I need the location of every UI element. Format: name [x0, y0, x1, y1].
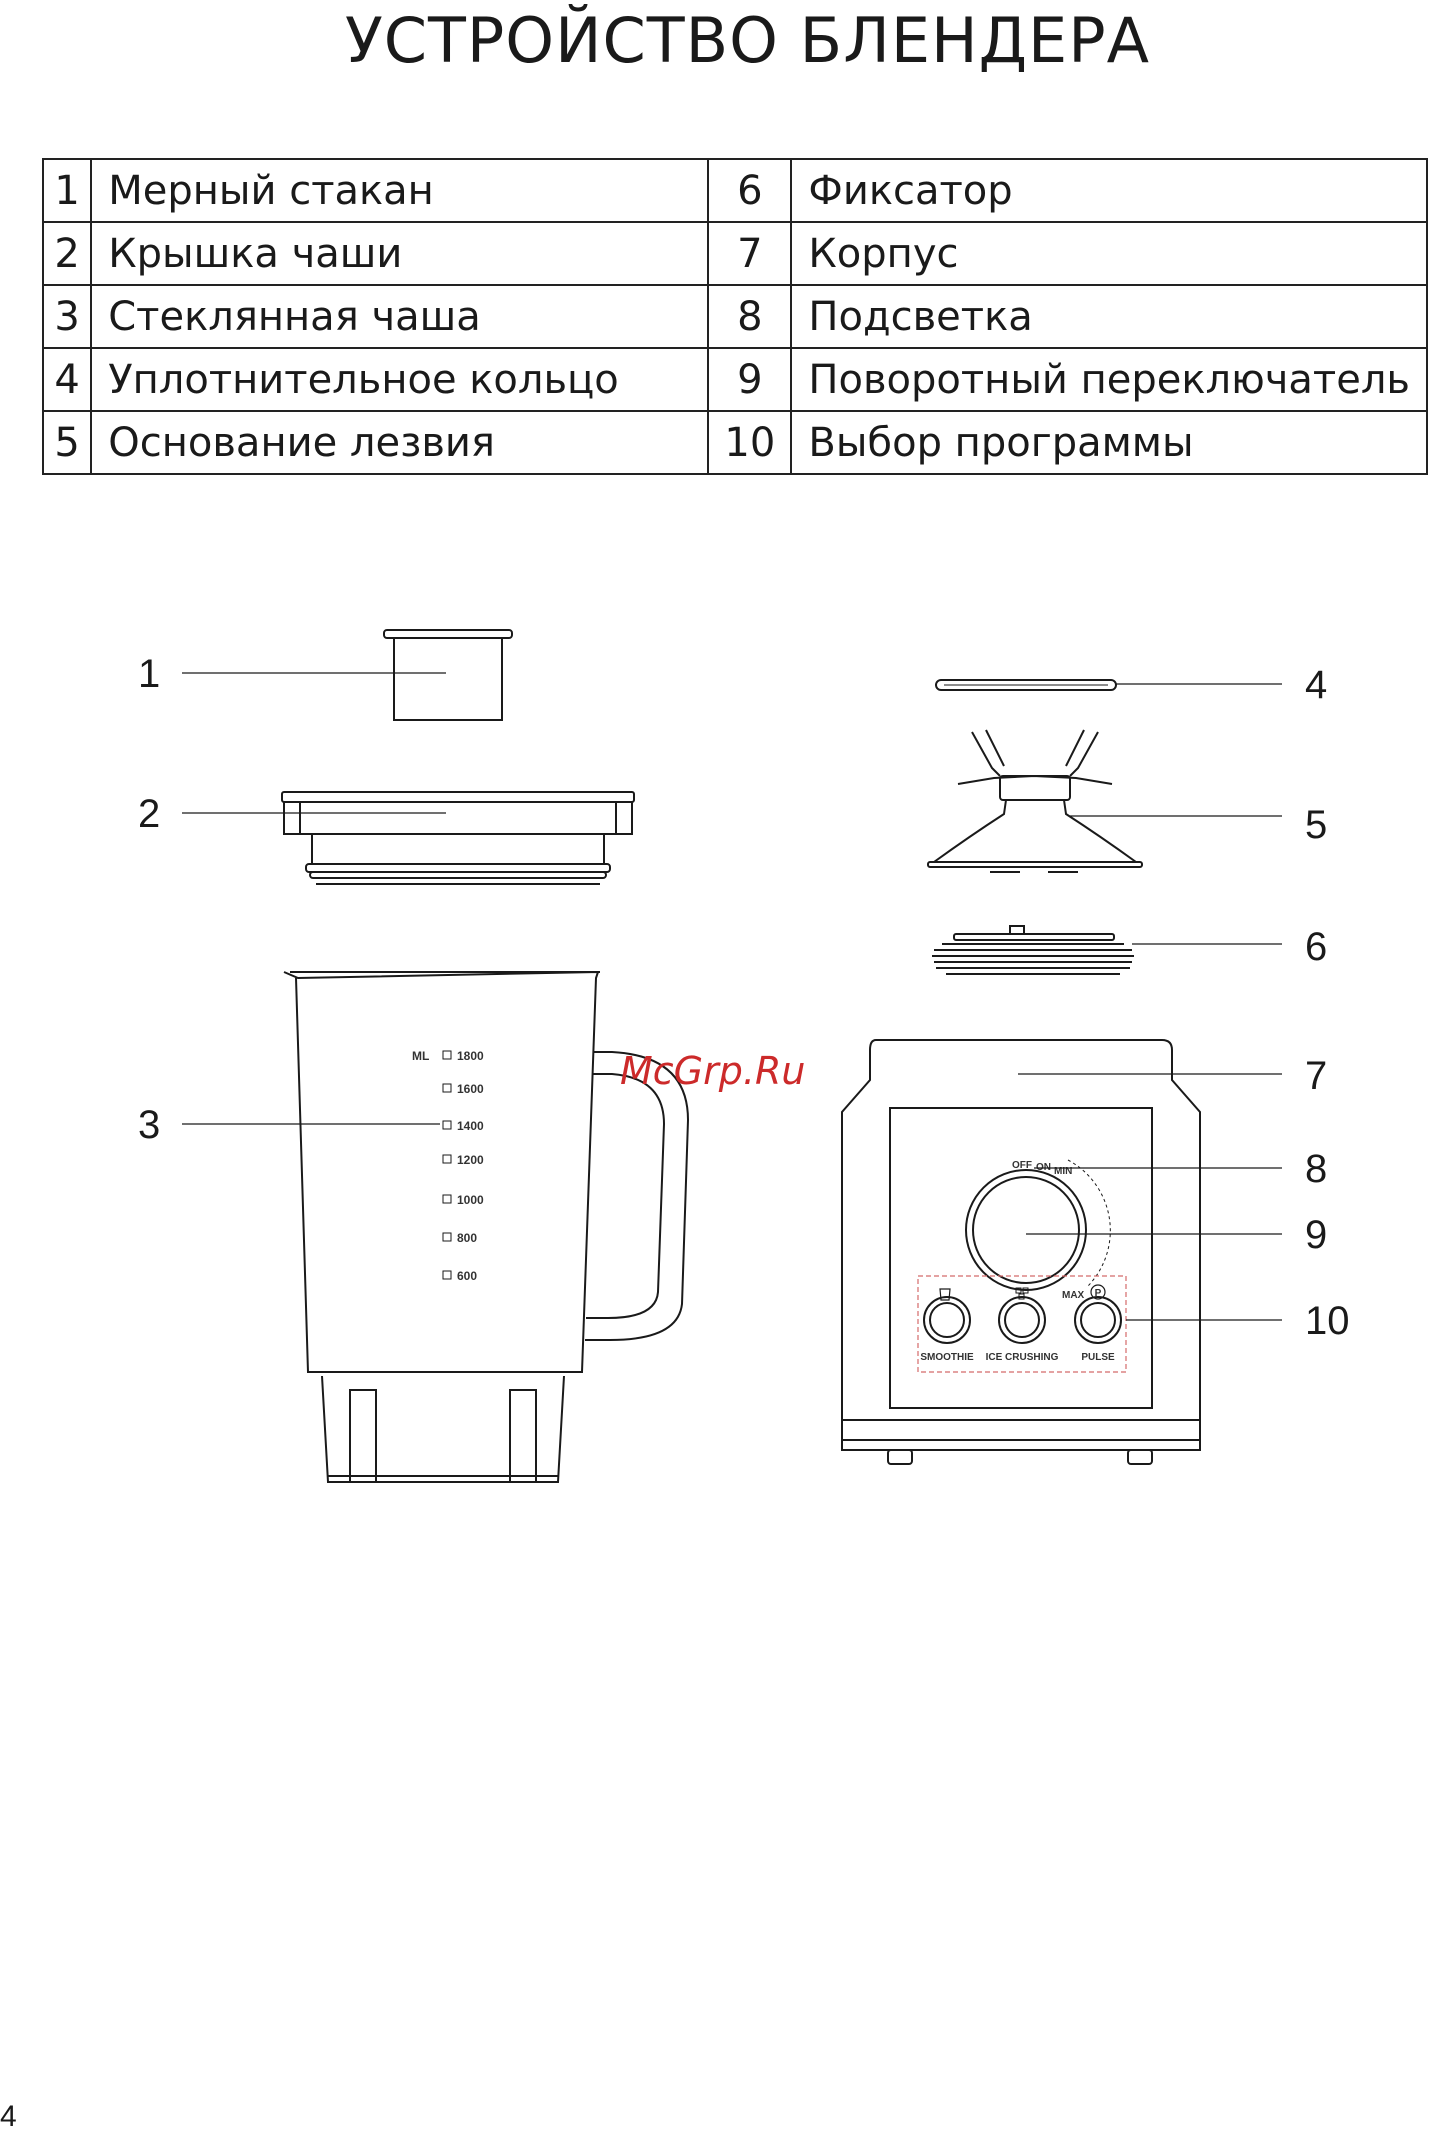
scale-unit: ML [412, 1049, 429, 1063]
part-number: 7 [707, 221, 793, 286]
lid [281, 791, 635, 885]
table-row: 4 Уплотнительное кольцо 9 Поворотный пер… [41, 347, 1428, 412]
program-buttons: SMOOTHIE ICE CRUSHING P PULSE [917, 1275, 1127, 1373]
scale-mark: 1600 [457, 1082, 484, 1096]
part-name: Мерный стакан [90, 158, 710, 223]
callout-3: 3 [138, 1103, 160, 1147]
smoothie-button: SMOOTHIE [920, 1288, 974, 1363]
part-number: 4 [41, 347, 93, 412]
part-number: 9 [707, 347, 793, 412]
pulse-label: PULSE [1081, 1352, 1115, 1363]
table-row: 2 Крышка чаши 7 Корпус [41, 221, 1428, 286]
smoothie-label: SMOOTHIE [920, 1352, 974, 1363]
callout-10: 10 [1305, 1299, 1350, 1343]
page-number: 4 [0, 2100, 17, 2133]
pulse-button: P PULSE [1074, 1284, 1122, 1363]
scale-mark: 600 [457, 1269, 477, 1283]
jug-volume-scale: ML 1800 1600 1400 1200 1000 800 600 [412, 1049, 484, 1283]
blade-base [927, 729, 1143, 873]
callout-5: 5 [1305, 803, 1327, 847]
callout-4: 4 [1305, 663, 1327, 707]
part-number: 2 [41, 221, 93, 286]
glass-jug [283, 970, 690, 1483]
scale-mark: 1200 [457, 1153, 484, 1167]
part-name: Основание лезвия [90, 410, 710, 475]
pulse-symbol: P [1095, 1288, 1102, 1299]
seal-ring [935, 679, 1117, 691]
blender-diagram: 1 2 ML 1800 1600 1400 1200 1000 80 [138, 629, 1350, 1483]
dial-label-off: OFF [1012, 1160, 1032, 1171]
part-number: 10 [707, 410, 793, 475]
part-name: Фиксатор [790, 158, 1428, 223]
callout-2: 2 [138, 792, 160, 836]
ice-crushing-button: ICE CRUSHING [986, 1287, 1059, 1363]
part-number: 6 [707, 158, 793, 223]
callout-8: 8 [1305, 1147, 1327, 1191]
callout-7: 7 [1305, 1054, 1327, 1098]
scale-mark: 1800 [457, 1049, 484, 1063]
scale-mark: 1000 [457, 1193, 484, 1207]
part-name: Крышка чаши [90, 221, 710, 286]
watermark: McGrp.Ru [620, 1049, 805, 1093]
part-name: Стеклянная чаша [90, 284, 710, 349]
measuring-cup [383, 629, 513, 721]
motor-body [841, 1039, 1201, 1465]
scale-mark: 1400 [457, 1119, 484, 1133]
callout-1: 1 [138, 652, 160, 696]
callout-9: 9 [1305, 1213, 1327, 1257]
part-number: 1 [41, 158, 93, 223]
table-row: 3 Стеклянная чаша 8 Подсветка [41, 284, 1428, 349]
dial-label-min: MIN [1054, 1166, 1072, 1177]
table-row: 5 Основание лезвия 10 Выбор программы [41, 410, 1428, 475]
part-name: Поворотный переключатель [790, 347, 1428, 412]
dial-label-max: MAX [1062, 1290, 1085, 1301]
rotary-dial: OFF ON MIN MAX [965, 1159, 1111, 1301]
table-row: 1 Мерный стакан 6 Фиксатор [41, 158, 1428, 223]
part-name: Корпус [790, 221, 1428, 286]
part-name: Подсветка [790, 284, 1428, 349]
part-number: 8 [707, 284, 793, 349]
lock-ring [932, 925, 1134, 975]
parts-table: 1 Мерный стакан 6 Фиксатор 2 Крышка чаши… [41, 158, 1428, 475]
part-number: 5 [41, 410, 93, 475]
page-title: УСТРОЙСТВО БЛЕНДЕРА [344, 4, 1151, 77]
part-name: Уплотнительное кольцо [90, 347, 710, 412]
part-name: Выбор программы [790, 410, 1428, 475]
part-number: 3 [41, 284, 93, 349]
ice-crushing-label: ICE CRUSHING [986, 1352, 1059, 1363]
callout-6: 6 [1305, 925, 1327, 969]
scale-mark: 800 [457, 1231, 477, 1245]
